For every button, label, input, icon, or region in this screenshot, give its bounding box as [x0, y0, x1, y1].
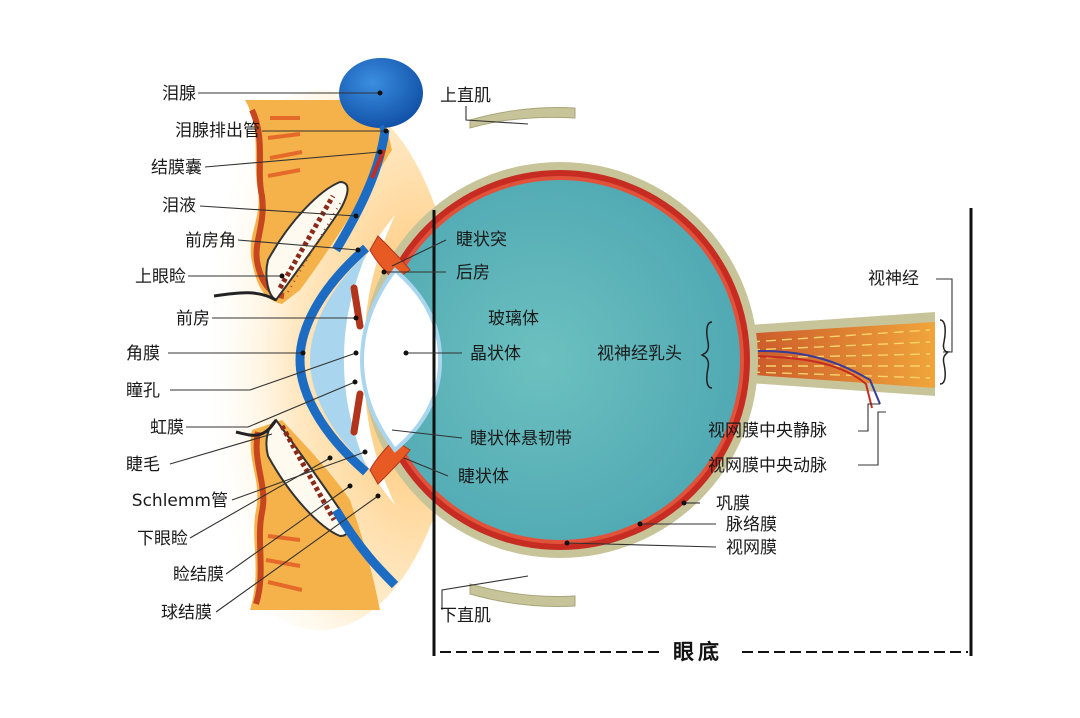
label-zonule: 睫状体悬韧带 — [470, 429, 572, 449]
label-posterior-chamber: 后房 — [456, 263, 490, 283]
label-upper-eyelid: 上眼睑 — [135, 267, 186, 287]
label-optic-nerve: 视神经 — [868, 269, 919, 289]
lower-eyelid-tissue — [235, 418, 380, 610]
label-cornea: 角膜 — [126, 344, 160, 364]
label-superior-rectus: 上直肌 — [440, 86, 491, 106]
braces — [700, 319, 950, 389]
label-lacrimal-duct: 泪腺排出管 — [175, 121, 260, 141]
label-tear-fluid: 泪液 — [162, 196, 196, 216]
label-central-retinal-artery: 视网膜中央动脉 — [708, 456, 827, 476]
leader-lines — [168, 92, 953, 613]
label-inferior-rectus: 下直肌 — [440, 606, 491, 626]
label-retina: 视网膜 — [726, 538, 777, 558]
iris-ciliary-graphic — [350, 235, 411, 485]
label-anterior-chamber-angle: 前房角 — [185, 231, 236, 251]
label-lens: 晶状体 — [470, 344, 521, 364]
label-lacrimal-gland: 泪腺 — [162, 84, 196, 104]
label-iris: 虹膜 — [150, 418, 184, 438]
upper-eyelid-tissue — [213, 100, 392, 304]
label-lower-eyelid: 下眼睑 — [137, 529, 188, 549]
label-optic-disc: 视神经乳头 — [597, 344, 682, 364]
label-palpebral-conjunctiva: 睑结膜 — [173, 565, 224, 585]
eyeball — [338, 162, 758, 558]
fundus-title: 眼底 — [673, 640, 723, 664]
rectus-muscles — [469, 107, 576, 607]
label-pupil: 瞳孔 — [126, 381, 160, 401]
label-vitreous-body: 玻璃体 — [488, 309, 539, 329]
label-conjunctival-sac: 结膜囊 — [151, 158, 202, 178]
label-bulbar-conjunctiva: 球结膜 — [161, 603, 212, 623]
fundus-brackets — [432, 208, 973, 656]
label-central-retinal-vein: 视网膜中央静脉 — [708, 421, 827, 441]
label-anterior-chamber: 前房 — [176, 309, 210, 329]
label-ciliary-body: 睫状体 — [458, 467, 509, 487]
label-ciliary-process: 睫状突 — [456, 230, 507, 250]
lens-graphic — [359, 267, 443, 453]
label-choroid: 脉络膜 — [726, 515, 777, 535]
label-schlemm-canal: Schlemm管 — [131, 491, 228, 511]
optic-nerve-graphic — [735, 312, 935, 409]
label-eyelash: 睫毛 — [126, 455, 160, 475]
label-sclera: 巩膜 — [716, 494, 750, 514]
label-points — [279, 90, 687, 546]
cornea-graphic — [295, 244, 369, 476]
